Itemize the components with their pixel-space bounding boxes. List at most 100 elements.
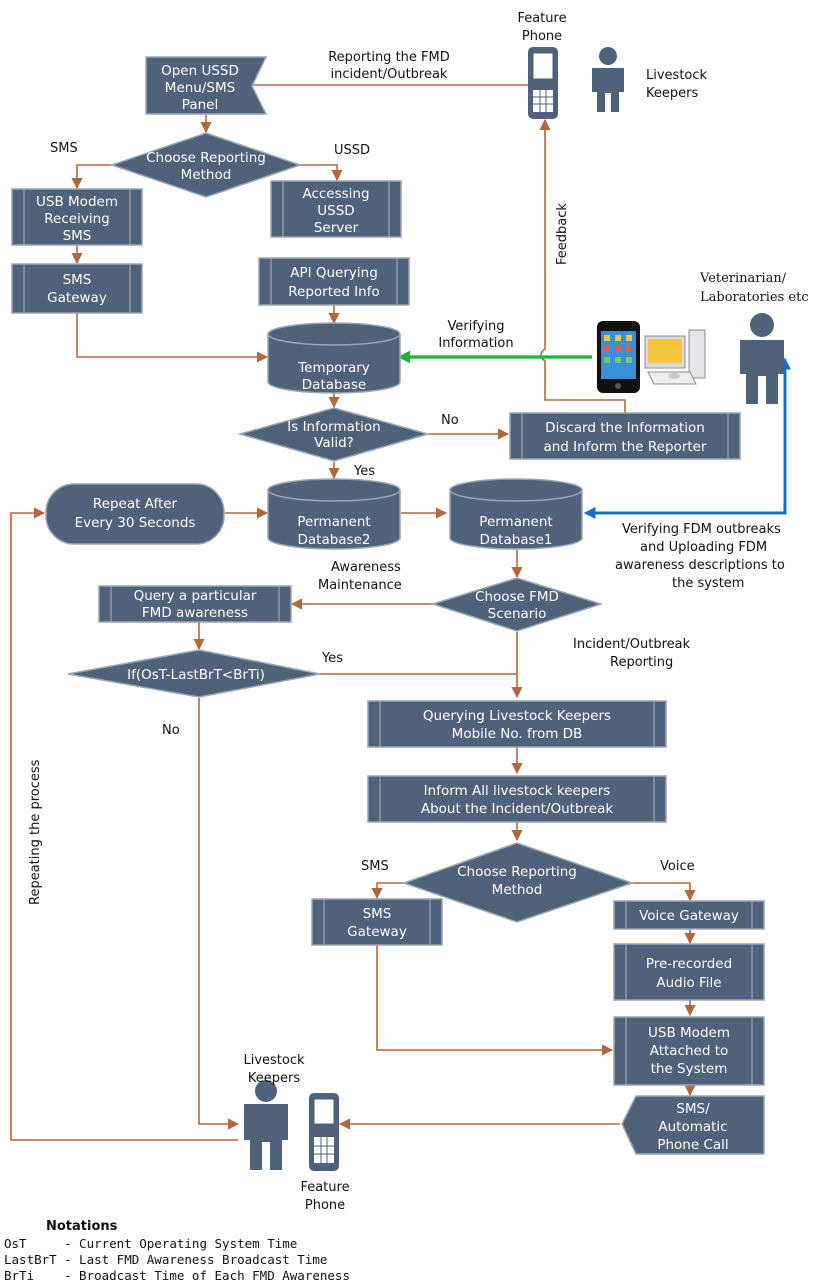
notation-abbr: LastBrT <box>4 1252 57 1267</box>
permanent-database1: Permanent Database1 <box>449 478 583 550</box>
node-line: Server <box>314 220 359 236</box>
awareness-maintenance-label: Awareness <box>331 560 401 575</box>
node-line: Audio File <box>656 975 721 991</box>
incident-reporting-label: Reporting <box>610 655 673 670</box>
veterinarian-label: Laboratories etc <box>700 290 809 305</box>
reporting-incident-label: incident/Outbreak <box>331 67 448 82</box>
node-line: Voice Gateway <box>639 908 739 924</box>
node-line: About the Incident/Outbreak <box>421 801 614 817</box>
sms-phone-call-output: SMS/ Automatic Phone Call <box>621 1095 765 1155</box>
livestock-keepers-bottom-label: Keepers <box>248 1071 300 1086</box>
node-line: Query a particular <box>134 588 257 604</box>
livestock-keepers-top-label: Livestock <box>646 68 708 83</box>
node-line: Receiving <box>44 211 109 227</box>
repeating-process-label: Repeating the process <box>28 759 43 905</box>
feature-phone-bottom-label: Phone <box>305 1198 345 1213</box>
veterinarian-label: Veterinarian/ <box>699 271 787 286</box>
node-line: Phone Call <box>657 1137 728 1153</box>
node-line: Gateway <box>347 924 407 940</box>
repeat-timer-terminator: Repeat After Every 30 Seconds <box>45 483 225 545</box>
node-line: Choose FMD <box>475 589 559 605</box>
node-line: Repeat After <box>93 496 178 512</box>
broadcast-time-condition-decision: If(OsT-LastBrT<BrTi) <box>67 649 321 698</box>
node-line: Temporary <box>297 360 370 376</box>
connectors <box>10 79 791 1141</box>
open-ussd-menu-node: Open USSD Menu/SMS Panel <box>145 56 268 115</box>
node-line: API Querying <box>290 265 378 281</box>
no-valid-label: No <box>441 413 459 428</box>
usb-modem-attached-process: USB Modem Attached to the System <box>613 1016 765 1086</box>
choose-reporting-method-bottom-decision: Choose Reporting Method <box>401 842 635 923</box>
node-line: Every 30 Seconds <box>75 515 196 531</box>
person-icon <box>740 313 784 404</box>
node-line: Database <box>302 377 366 393</box>
node-line: SMS <box>363 906 392 922</box>
sms-gateway-top-process: SMS Gateway <box>11 263 143 314</box>
notations-legend: Notations OsT - Current Operating System… <box>4 1219 350 1283</box>
query-livestock-keepers-process: Querying Livestock Keepers Mobile No. fr… <box>367 700 667 748</box>
prerecorded-audio-process: Pre-recorded Audio File <box>613 943 765 1001</box>
notation-abbr: OsT <box>4 1236 27 1251</box>
node-line: Accessing <box>302 186 369 202</box>
notation-abbr: BrTi <box>4 1268 34 1283</box>
smartphone-icon <box>597 321 640 393</box>
feature-phone-top-label: Phone <box>522 29 562 44</box>
feature-phone-top-label: Feature <box>517 11 566 26</box>
accessing-ussd-server-process: Accessing USSD Server <box>270 180 402 238</box>
node-line: Open USSD <box>161 63 239 79</box>
yes-condition-label: Yes <box>321 651 343 666</box>
node-line: Inform All livestock keepers <box>424 783 611 799</box>
choose-fmd-scenario-decision: Choose FMD Scenario <box>430 577 604 632</box>
node-line: SMS <box>63 228 92 244</box>
reporting-incident-label: Reporting the FMD <box>328 50 450 65</box>
node-line: Panel <box>182 97 218 113</box>
node-line: Permanent <box>297 514 370 530</box>
node-line: Mobile No. from DB <box>452 726 583 742</box>
node-line: the System <box>651 1061 728 1077</box>
desktop-computer-icon <box>644 329 706 385</box>
inform-livestock-keepers-process: Inform All livestock keepers About the I… <box>367 775 667 823</box>
feedback-label: Feedback <box>555 203 570 265</box>
feature-phone-icon <box>528 47 558 119</box>
feature-phone-icon <box>309 1093 339 1171</box>
node-line: Permanent <box>479 514 552 530</box>
node-line: Gateway <box>47 290 107 306</box>
node-line: Automatic <box>658 1119 727 1135</box>
api-querying-process: API Querying Reported Info <box>258 257 410 306</box>
ussd-branch-label: USSD <box>334 143 370 158</box>
node-line: Database1 <box>479 532 552 548</box>
livestock-keepers-top-label: Keepers <box>646 86 698 101</box>
verifying-fdm-label: and Uploading FDM <box>640 540 767 555</box>
node-line: Method <box>492 882 543 898</box>
verifying-fdm-label: the system <box>672 576 744 591</box>
node-line: Reported Info <box>288 284 379 300</box>
node-line: Database2 <box>297 532 370 548</box>
awareness-maintenance-label: Maintenance <box>318 578 402 593</box>
node-line: Valid? <box>314 435 354 451</box>
edge-labels: Feature Phone Livestock Keepers Reportin… <box>28 11 809 1213</box>
node-line: FMD awareness <box>142 605 248 621</box>
node-line: SMS <box>63 272 92 288</box>
query-fmd-awareness-process: Query a particular FMD awareness <box>98 585 292 623</box>
no-condition-label: No <box>162 723 180 738</box>
node-line: SMS/ <box>676 1101 710 1117</box>
node-line: Scenario <box>488 606 547 622</box>
person-icon <box>244 1080 288 1170</box>
verifying-fdm-label: Verifying FDM outbreaks <box>622 522 781 537</box>
node-line: Discard the Information <box>545 420 705 436</box>
node-line: Pre-recorded <box>646 956 732 972</box>
feature-phone-bottom-label: Feature <box>300 1180 349 1195</box>
temporary-database: Temporary Database <box>267 322 401 394</box>
sms-bottom-label: SMS <box>361 859 389 874</box>
node-line: Is Information <box>287 419 380 435</box>
node-line: Method <box>181 167 232 183</box>
usb-modem-receiving-sms-process: USB Modem Receiving SMS <box>11 188 143 246</box>
sms-branch-label: SMS <box>50 141 78 156</box>
node-line: USSD <box>317 203 354 219</box>
verifying-fdm-label: awareness descriptions to <box>615 558 785 573</box>
person-icon <box>592 47 624 112</box>
choose-reporting-method-top-decision: Choose Reporting Method <box>109 132 303 198</box>
notation-desc: - Current Operating System Time <box>64 1236 297 1251</box>
incident-reporting-label: Incident/Outbreak <box>573 637 691 652</box>
